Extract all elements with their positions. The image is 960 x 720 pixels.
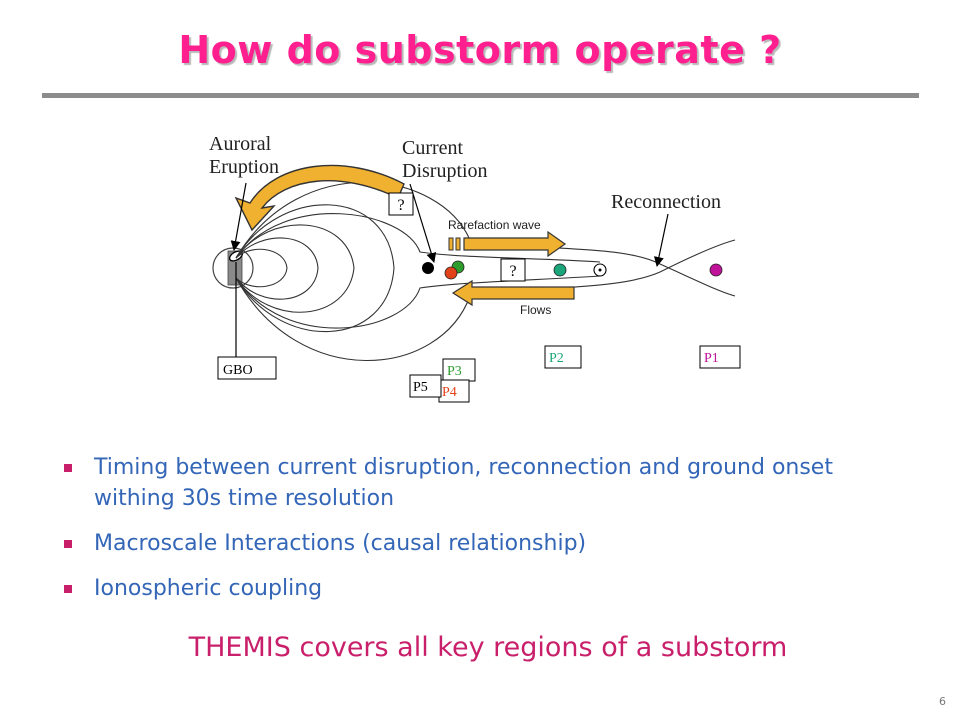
bullet-text: Ionospheric coupling (94, 576, 323, 601)
auroral-connection-arrow (234, 164, 405, 232)
p5-label: P5 (413, 380, 428, 395)
bullet-marker (64, 464, 72, 472)
rarefaction-arrow (463, 230, 567, 258)
page-number: 6 (939, 695, 946, 708)
question-box-top (388, 192, 414, 216)
reconnection-pointer (653, 213, 669, 267)
gbo-label: GBO (223, 363, 253, 378)
bullet-item: Ionospheric coupling (62, 573, 902, 604)
p1-box (699, 345, 741, 369)
auroral-label-line1: Auroral (209, 133, 272, 155)
rarefaction-label: Rarefaction wave (448, 218, 541, 232)
rarefaction-tick-1 (448, 237, 454, 251)
current-label-line1: Current (402, 137, 464, 159)
probe-p4-dot (444, 266, 458, 280)
probe-p1-dot (709, 263, 723, 277)
flows-arrow (451, 279, 575, 307)
p5-box (409, 374, 442, 398)
p1-label: P1 (704, 351, 719, 366)
question-mark-mid: ? (509, 263, 516, 280)
p4-label: P4 (442, 385, 457, 400)
question-mark-top: ? (397, 197, 404, 214)
question-box-mid (500, 258, 526, 282)
p2-box (544, 345, 582, 369)
substorm-diagram: ? Rarefaction wave Flows ? Auroral Erupt… (209, 133, 741, 403)
current-symbol-dot (598, 268, 602, 272)
current-label-line2: Disruption (402, 160, 488, 182)
bullet-text: Timing between current disruption, recon… (94, 455, 833, 511)
gbo-box (217, 356, 277, 380)
auroral-pointer (230, 182, 247, 251)
probe-p5-dot (422, 262, 434, 274)
bullet-marker (64, 585, 72, 593)
flows-label: Flows (520, 303, 551, 317)
slide-title: How do substorm operate ? (178, 28, 782, 72)
rarefaction-tick-2 (455, 237, 461, 251)
bullet-list: Timing between current disruption, recon… (62, 452, 902, 618)
tagline: THEMIS covers all key regions of a subst… (188, 632, 788, 663)
field-lines (235, 181, 736, 361)
current-pointer (409, 183, 437, 263)
reconnection-label: Reconnection (611, 191, 721, 213)
title-divider (42, 93, 919, 98)
auroral-label-line2: Eruption (209, 156, 279, 178)
bullet-item: Macroscale Interactions (causal relation… (62, 528, 902, 559)
bullet-item: Timing between current disruption, recon… (62, 452, 902, 514)
p3-label: P3 (447, 364, 462, 379)
probe-p2-dot (553, 263, 567, 277)
p2-label: P2 (549, 351, 564, 366)
bullet-text: Macroscale Interactions (causal relation… (94, 531, 587, 556)
bullet-marker (64, 540, 72, 548)
